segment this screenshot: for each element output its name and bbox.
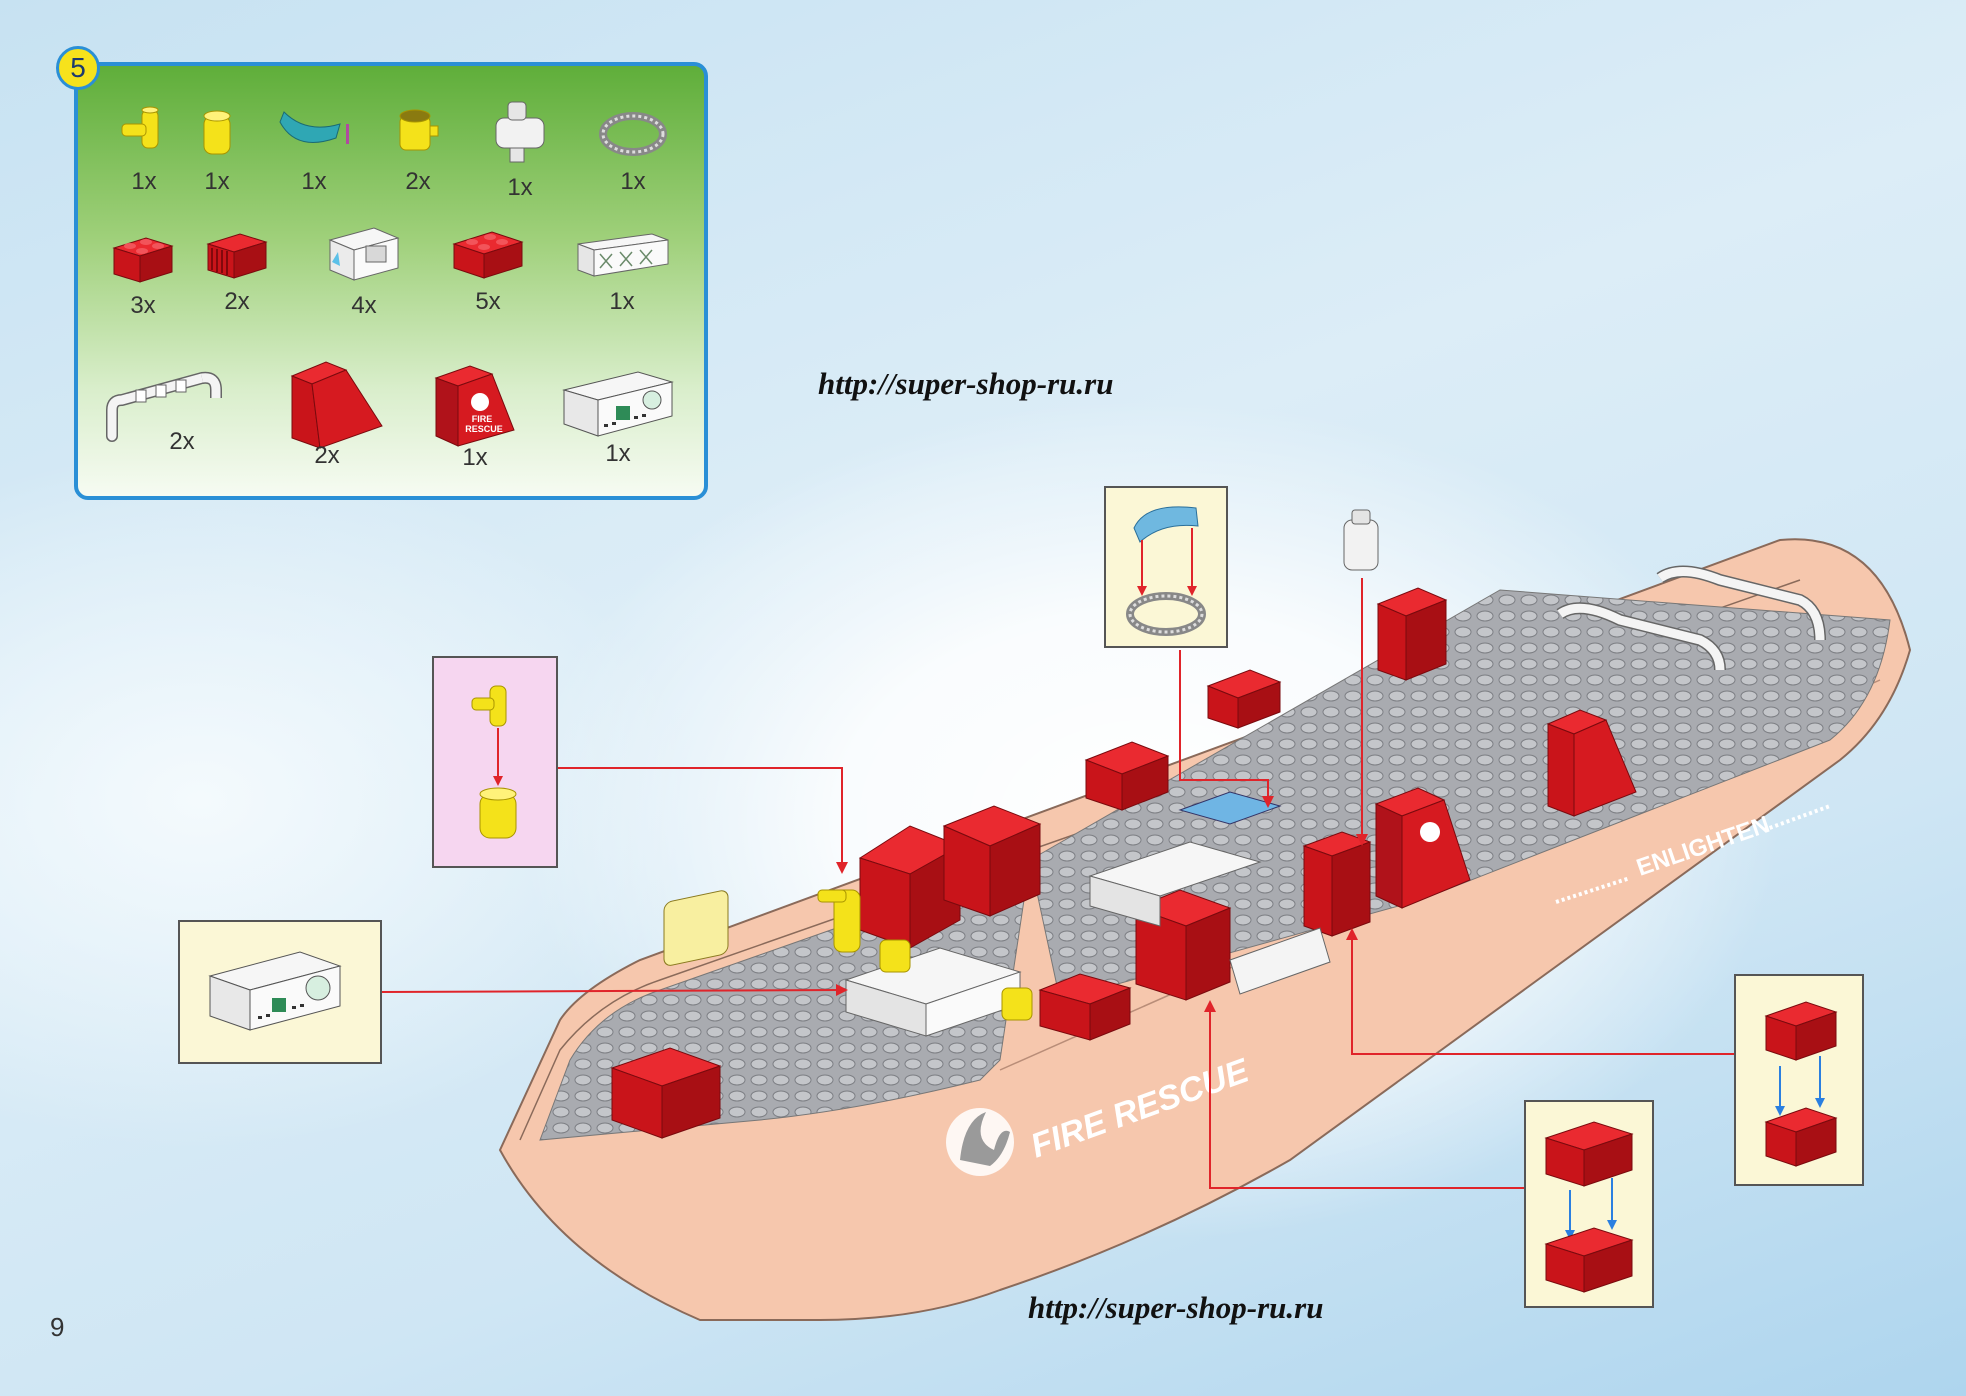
part-yellow-tap: 1x [114, 102, 174, 196]
grey-hose-ring-icon [599, 112, 667, 156]
white-fence-panel-icon [577, 233, 669, 277]
parts-list-panel: 1x 1x 1x 2x 1x 1 [74, 62, 708, 500]
brick-fire-rescue-slope [1374, 787, 1471, 909]
decal-fire-text: FIRE [472, 414, 493, 424]
part-teal-windscreen: 1x [276, 102, 352, 196]
red-2x3-brick-icon [452, 231, 524, 279]
part-qty: 1x [620, 168, 646, 195]
brick-aft-slope [1546, 709, 1637, 817]
part-qty: 1x [605, 440, 631, 467]
part-qty: 1x [204, 168, 230, 195]
part-qty: 1x [301, 168, 327, 195]
red-grille-brick-icon [206, 233, 268, 279]
part-qty: 1x [609, 288, 635, 315]
part-white-panel-window: 4x [324, 222, 404, 320]
step-number: 5 [70, 52, 86, 83]
part-qty: 1x [131, 168, 157, 195]
part-white-control-panel: 1x [558, 366, 678, 468]
deck-pipe-railings [1556, 565, 1826, 671]
brick-stack-left-diagram [1544, 1121, 1634, 1293]
part-grey-hose-ring: 1x [598, 102, 668, 196]
deck-yellow-pieces [817, 889, 1033, 1021]
tank-piece-floating [1343, 509, 1379, 571]
step-number-badge: 5 [56, 46, 100, 90]
white-control-panel-icon [562, 371, 674, 437]
part-qty: 2x [314, 442, 340, 469]
part-red-2x3-brick: 5x [448, 222, 528, 316]
yellow-tap-icon [121, 106, 159, 149]
teal-windscreen-icon [279, 111, 349, 144]
part-red-slope-brick: 2x [282, 356, 392, 470]
deck-red-bricks [610, 587, 1637, 1139]
part-white-fence-panel: 1x [572, 230, 672, 316]
part-qty: 2x [169, 428, 195, 455]
callout-brick-stack-right [1734, 974, 1864, 1186]
callout-tap-assembly [432, 656, 558, 868]
part-qty: 3x [130, 292, 156, 319]
control-panel-diagram [208, 951, 342, 1031]
part-white-tank: 1x [490, 96, 550, 202]
brick-stern-small [1038, 973, 1132, 1041]
part-qty: 1x [507, 174, 533, 201]
yellow-cup-icon [399, 109, 439, 151]
brick-mid-1 [1084, 741, 1170, 811]
part-red-fire-rescue-slope: FIRE RESCUE 1x [430, 358, 520, 472]
watermark-bottom: http://super-shop-ru.ru [1028, 1290, 1324, 1325]
brick-aft-grille [1376, 587, 1448, 681]
part-qty: 2x [224, 288, 250, 315]
brick-stack-right-diagram [1764, 1001, 1838, 1167]
deck-white-pieces [844, 791, 1331, 1037]
red-slope-brick-icon [290, 361, 383, 449]
yellow-round-brick-icon [203, 110, 231, 155]
callout-arrowheads [836, 796, 1368, 1012]
brick-bow [610, 890, 729, 1139]
tap-assembly-diagram [471, 685, 517, 839]
callout-pointer-lines [379, 578, 1734, 1189]
white-tank-icon [495, 101, 545, 163]
part-yellow-round-brick: 1x [192, 102, 242, 196]
part-qty: 4x [351, 292, 377, 319]
watermark-top: http://super-shop-ru.ru [818, 366, 1114, 401]
part-qty: 5x [475, 288, 501, 315]
red-2x2-brick-icon [112, 237, 174, 283]
white-panel-window-icon [328, 227, 400, 281]
part-yellow-cup: 2x [390, 102, 446, 196]
part-qty: 1x [462, 444, 488, 471]
brick-fore-right [942, 805, 1042, 917]
part-red-grille-brick: 2x [202, 222, 272, 316]
part-red-2x2-brick: 3x [108, 226, 178, 320]
brick-center-right [1302, 831, 1372, 937]
page-number: 9 [50, 1312, 65, 1342]
callout-windscreen-assembly [1104, 486, 1228, 648]
windscreen-assembly-diagram [1126, 506, 1206, 636]
white-pipe-railing-icon [106, 371, 222, 442]
part-white-pipe-railing: 2x [92, 364, 222, 456]
decal-rescue-text: RESCUE [465, 424, 503, 434]
part-qty: 2x [405, 168, 431, 195]
callout-control-panel [178, 920, 382, 1064]
red-fire-rescue-slope-icon: FIRE RESCUE [434, 365, 515, 447]
callout-brick-stack-left [1524, 1100, 1654, 1308]
brick-mid-grille [1206, 669, 1282, 729]
